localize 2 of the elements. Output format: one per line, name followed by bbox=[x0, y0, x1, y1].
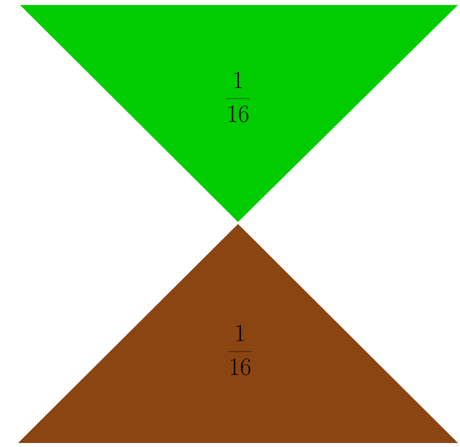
triangle: $\frac{1}{16}$ bbox=[20, 5, 458, 222]
triangle: $\frac{1}{16}$ bbox=[18, 224, 458, 443]
